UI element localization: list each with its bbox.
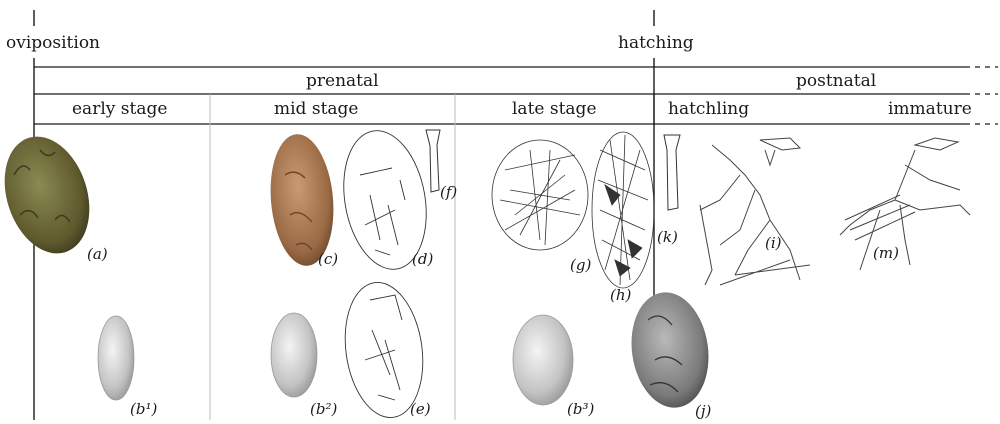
skeleton-i bbox=[700, 138, 810, 285]
schematic-egg-b1 bbox=[98, 316, 134, 400]
panel-label-i: (i) bbox=[765, 236, 782, 251]
panel-label-d: (d) bbox=[412, 252, 433, 267]
panel-label-k: (k) bbox=[657, 230, 678, 245]
bone-f bbox=[426, 130, 440, 192]
panel-label-a: (a) bbox=[87, 247, 108, 262]
fossil-egg-c bbox=[265, 132, 338, 269]
fossil-egg-j bbox=[624, 287, 715, 412]
skeleton-m bbox=[840, 138, 970, 270]
fossil-egg-a bbox=[0, 126, 104, 265]
schematic-egg-b2 bbox=[271, 313, 317, 397]
panel-label-j: (j) bbox=[695, 404, 711, 419]
panel-label-b3: (b³) bbox=[567, 402, 594, 417]
panel-label-e: (e) bbox=[410, 402, 431, 417]
panel-label-b1: (b¹) bbox=[130, 402, 157, 417]
drawing-g bbox=[492, 140, 588, 250]
panel-label-b2: (b²) bbox=[310, 402, 337, 417]
bone-k bbox=[664, 135, 680, 210]
panel-label-f: (f) bbox=[440, 185, 457, 200]
schematic-egg-b3 bbox=[513, 315, 573, 405]
panel-label-g: (g) bbox=[570, 258, 591, 273]
panel-label-c: (c) bbox=[318, 252, 338, 267]
panel-label-m: (m) bbox=[873, 246, 899, 261]
drawing-h bbox=[592, 132, 654, 288]
panel-label-h: (h) bbox=[610, 288, 631, 303]
